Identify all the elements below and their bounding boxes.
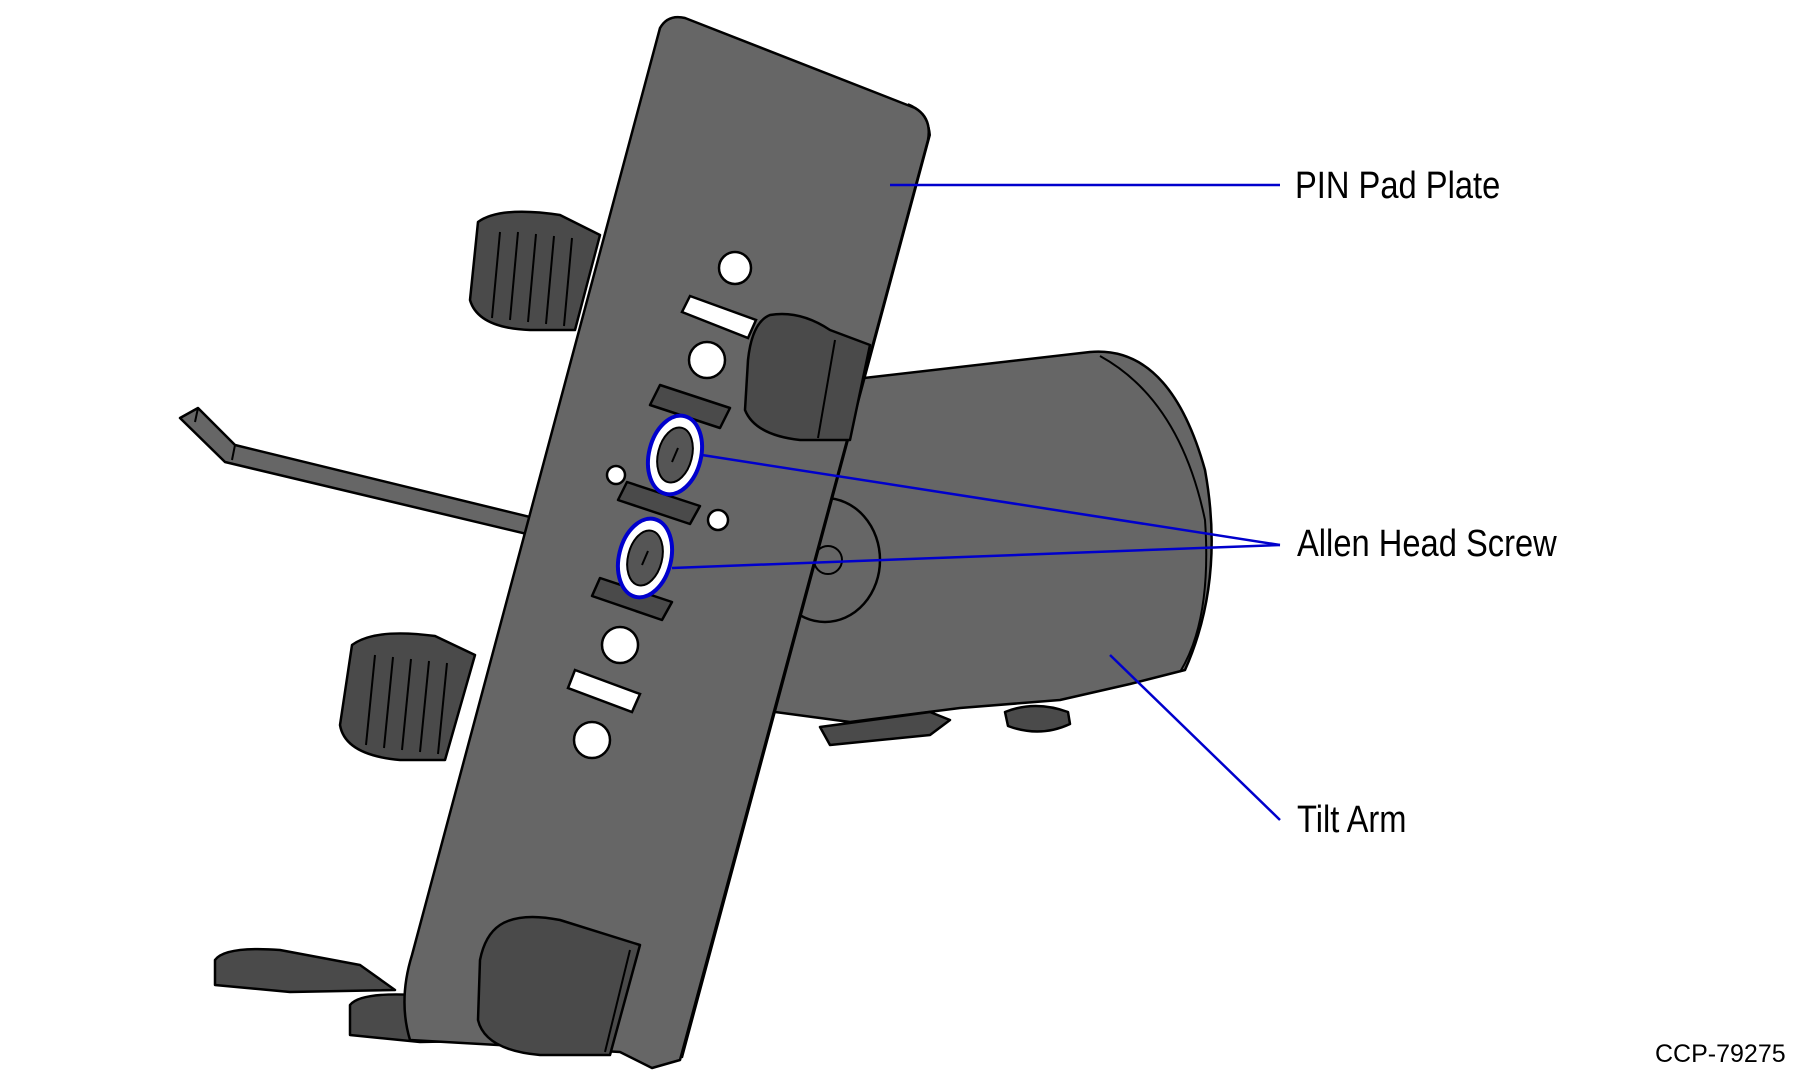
leader-screw-lower [671, 543, 1281, 570]
label-tilt-arm: Tilt Arm [1297, 799, 1407, 841]
allen-head-screw-upper [645, 413, 705, 497]
knob-upper-left [468, 210, 602, 332]
tilt-arm [758, 350, 1213, 747]
label-pin-pad-plate: PIN Pad Plate [1295, 165, 1501, 207]
knob-lower-left [338, 632, 477, 762]
clamp-bottom [476, 915, 642, 1057]
figure-id: CCP-79275 [1655, 1040, 1786, 1068]
clamp-upper-right [743, 312, 872, 442]
leader-tilt-arm [1109, 654, 1281, 821]
label-allen-head-screw: Allen Head Screw [1297, 523, 1557, 565]
allen-key [178, 406, 577, 547]
leader-screw-upper [701, 453, 1281, 547]
leader-lines [671, 183, 1281, 821]
allen-head-screw-lower [615, 516, 675, 600]
